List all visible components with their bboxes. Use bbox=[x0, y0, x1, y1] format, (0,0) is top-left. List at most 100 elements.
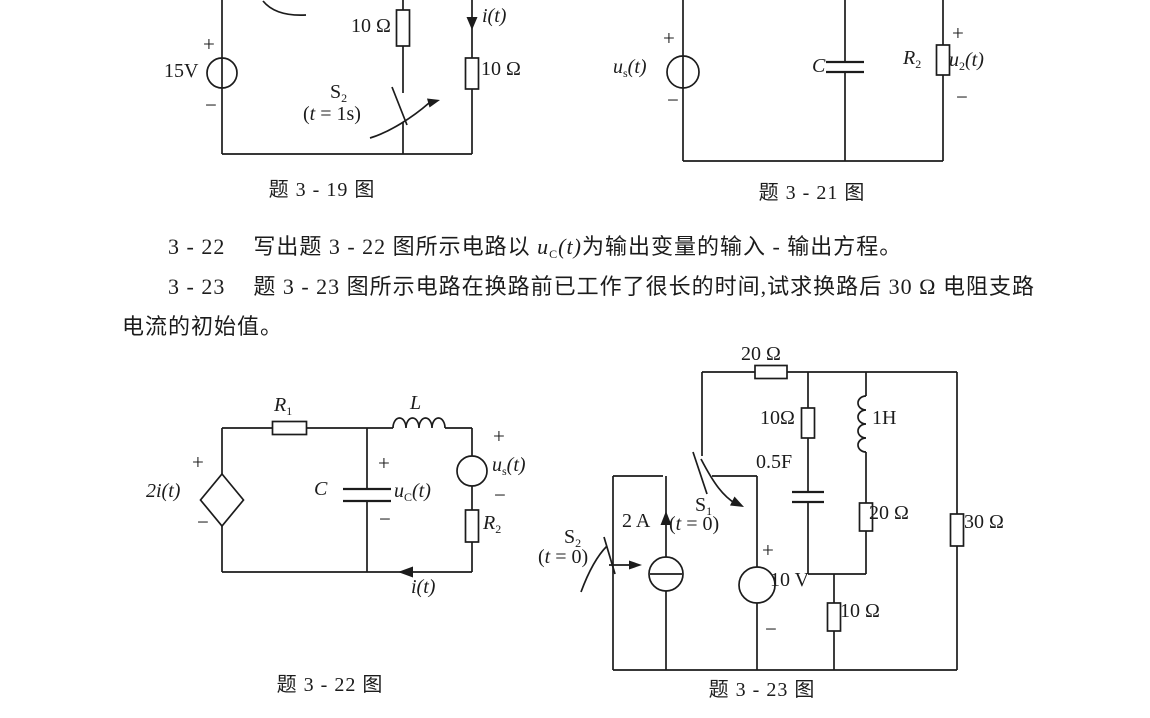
polarity-minus: − bbox=[494, 483, 506, 507]
resistor-label: 20 Ω bbox=[741, 343, 781, 365]
dependent-source-label: 2i(t) bbox=[146, 480, 181, 502]
argument: (t) bbox=[412, 480, 431, 502]
time-variable: t bbox=[544, 546, 551, 568]
voltage-source-10v bbox=[738, 566, 776, 604]
current-label: i(t) bbox=[482, 5, 507, 27]
current-arrowhead bbox=[398, 566, 413, 578]
problem-number: 3 - 22 bbox=[168, 234, 226, 259]
resistor-body bbox=[935, 44, 951, 76]
switch-label: S1 bbox=[695, 494, 712, 517]
variable: R bbox=[483, 512, 496, 534]
current-source-2a bbox=[648, 556, 684, 592]
switch-s2-arc bbox=[580, 545, 608, 593]
time-value: = 1s) bbox=[315, 103, 361, 125]
time-value: = 0) bbox=[550, 546, 589, 568]
switch-name: S bbox=[695, 494, 707, 516]
subscript: 2 bbox=[495, 522, 502, 536]
inductor-coil bbox=[857, 395, 867, 453]
current-label: i(t) bbox=[411, 576, 436, 598]
variable: u bbox=[613, 56, 623, 78]
capacitor-plates bbox=[826, 60, 864, 74]
polarity-minus: − bbox=[379, 507, 391, 531]
switch-s2-blade bbox=[391, 86, 408, 126]
wire bbox=[221, 0, 473, 155]
inductor-label: L bbox=[410, 392, 422, 414]
variable: u bbox=[537, 234, 550, 259]
resistor-body bbox=[800, 407, 816, 439]
voltage-source-15v bbox=[206, 57, 238, 89]
time-variable: t bbox=[675, 513, 682, 535]
resistor-body bbox=[464, 57, 480, 90]
figure-caption: 题 3 - 21 图 bbox=[758, 182, 866, 204]
variable: u bbox=[949, 49, 959, 71]
fig-3-23-circuit bbox=[580, 364, 965, 671]
text: 为输出变量的输入 - 输出方程。 bbox=[581, 234, 903, 259]
subscript: 2 bbox=[959, 59, 965, 73]
subscript: 1 bbox=[286, 404, 293, 418]
resistor-body bbox=[858, 502, 874, 532]
polarity-minus: − bbox=[667, 88, 679, 112]
variable: u bbox=[394, 480, 404, 502]
polarity-plus: + bbox=[378, 451, 390, 475]
switch-label: S2 bbox=[564, 526, 581, 549]
resistor-body bbox=[754, 364, 788, 380]
switch-s2-blade bbox=[603, 536, 616, 575]
time-variable: t bbox=[309, 103, 316, 125]
resistor-body bbox=[464, 509, 480, 543]
resistor-label: R2 bbox=[483, 512, 502, 536]
resistor-label: 10 Ω bbox=[481, 58, 521, 80]
dependent-source-diamond bbox=[199, 472, 245, 528]
switch-s2-arrowhead bbox=[427, 98, 440, 108]
variable: u bbox=[492, 454, 502, 476]
polarity-plus: + bbox=[762, 538, 774, 562]
subscript: C bbox=[404, 490, 413, 504]
switch-s2-arc bbox=[369, 102, 430, 139]
variable: R bbox=[274, 394, 287, 416]
resistor-body bbox=[949, 513, 965, 547]
fig-3-22-circuit bbox=[199, 417, 488, 578]
switch-label: S2 bbox=[330, 82, 347, 104]
switch-name: S bbox=[564, 526, 576, 548]
polarity-plus: + bbox=[493, 424, 505, 448]
paren: ( bbox=[669, 513, 676, 535]
resistor-label: 20 Ω bbox=[869, 502, 909, 524]
source-value-label: 15V bbox=[164, 60, 199, 82]
switch-time-label: (t = 0) bbox=[538, 547, 588, 567]
polarity-plus: + bbox=[203, 32, 215, 56]
inductor-label: 1H bbox=[872, 407, 897, 429]
paren: ( bbox=[538, 546, 545, 568]
voltage-source-label: 10 V bbox=[770, 569, 810, 591]
argument: (t) bbox=[558, 234, 582, 259]
capacitor-voltage-label: uC(t) bbox=[394, 480, 431, 504]
voltage-source-us bbox=[456, 455, 488, 487]
subscript: s bbox=[623, 66, 628, 80]
resistor-label: 10Ω bbox=[760, 407, 795, 429]
figure-caption: 题 3 - 23 图 bbox=[708, 679, 816, 701]
current-arrowhead bbox=[466, 17, 478, 30]
switch-time-label: (t = 0) bbox=[669, 514, 719, 534]
polarity-minus: − bbox=[197, 510, 209, 534]
resistor-label: 10 Ω bbox=[351, 15, 391, 37]
current-source-label: 2 A bbox=[622, 510, 651, 532]
polarity-minus: − bbox=[205, 93, 217, 117]
resistor-label: 30 Ω bbox=[964, 511, 1004, 533]
text: 题 3 - 23 图所示电路在换路前已工作了很长的时间,试求换路后 30 Ω 电… bbox=[253, 274, 1036, 299]
inductor-coil bbox=[392, 417, 446, 429]
time-value: = 0) bbox=[681, 513, 720, 535]
switch-s1-arrowhead bbox=[730, 496, 744, 507]
polarity-minus: − bbox=[956, 85, 968, 109]
variable: R bbox=[903, 47, 916, 69]
source-label: us(t) bbox=[613, 56, 647, 80]
resistor-body bbox=[271, 420, 308, 436]
argument: (t) bbox=[627, 56, 647, 78]
subscript: C bbox=[549, 247, 559, 261]
polarity-minus: − bbox=[765, 617, 777, 641]
switch-s2-arrowhead bbox=[629, 560, 642, 570]
resistor-body bbox=[826, 602, 842, 632]
subscript: 2 bbox=[915, 57, 922, 71]
current-arrowhead bbox=[660, 511, 672, 525]
